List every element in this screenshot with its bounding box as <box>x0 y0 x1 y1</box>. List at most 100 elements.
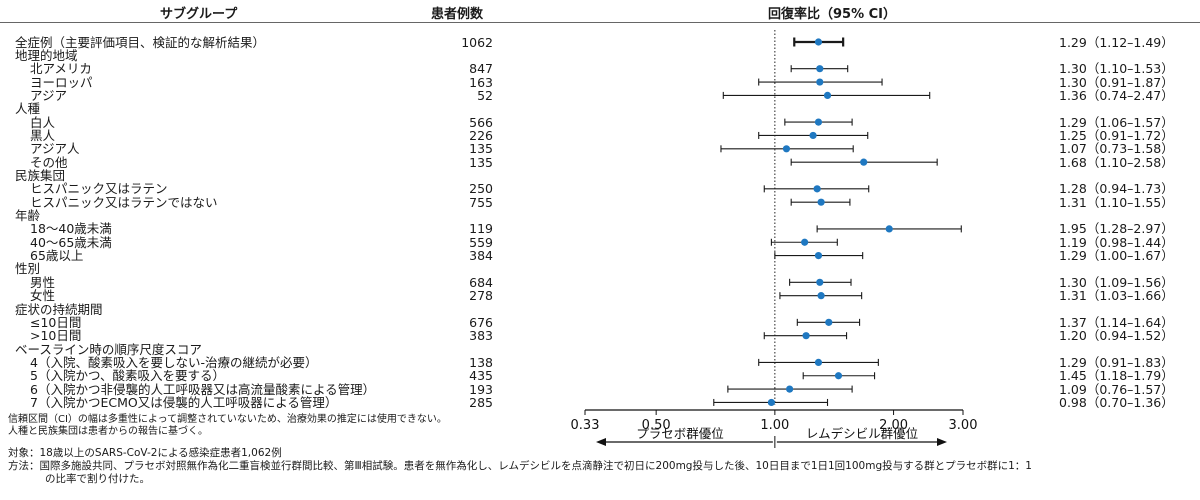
point-estimate <box>834 372 843 380</box>
subgroup-label: 北アメリカ <box>30 61 92 77</box>
point-estimate <box>809 131 817 140</box>
x-tick-label: 0.33 <box>571 418 600 433</box>
point-estimate <box>816 65 824 73</box>
subgroup-label: 40～65歳未満 <box>30 234 112 250</box>
subgroup-label: 7（入院かつECMO又は侵襲的人工呼吸器による管理） <box>30 394 338 410</box>
ratio-ci-text: 1.31（1.03–1.66） <box>1059 288 1174 304</box>
patient-count: 435 <box>469 368 493 384</box>
patient-count: 847 <box>469 61 493 77</box>
patient-count: 250 <box>469 181 493 197</box>
ratio-ci-text: 1.68（1.10–2.58） <box>1059 154 1174 170</box>
x-tick-label: 1.00 <box>760 418 789 433</box>
note-ci: 信頼区間（CI）の幅は多重性によって調整されていないため、治療効果の推定には使用… <box>8 414 447 425</box>
subgroup-label: 全症例（主要評価項目、検証的な解析結果） <box>15 34 266 50</box>
footer-method: 方法：国際多施設共同、プラセボ対照無作為化二重盲検並行群間比較、第Ⅲ相試験。患者… <box>8 460 1032 472</box>
subgroup-label: 5（入院かつ、酸素吸入を要する） <box>30 368 225 384</box>
patient-count: 566 <box>469 114 493 130</box>
subgroup-label: 65歳以上 <box>30 248 84 264</box>
point-estimate <box>814 358 823 366</box>
group-header-row: 性別 <box>0 262 1200 275</box>
point-estimate <box>801 238 809 246</box>
point-estimate <box>816 78 824 86</box>
point-estimate <box>814 252 823 260</box>
group-header-row: 症状の持続期間 <box>0 303 1200 316</box>
header-ratio: 回復率比（95% CI） <box>768 7 897 22</box>
patient-count: 193 <box>469 381 493 397</box>
point-estimate <box>817 292 825 300</box>
subgroup-label: アジア <box>30 87 68 103</box>
patient-count: 1062 <box>461 34 493 50</box>
point-estimate <box>817 198 825 206</box>
subgroup-row: ヒスパニック又はラテン 250 1.28（0.94–1.73） <box>0 182 1200 195</box>
ratio-ci-text: 1.09（0.76–1.57） <box>1059 381 1174 397</box>
patient-count: 163 <box>469 74 493 90</box>
patient-count: 135 <box>469 141 493 157</box>
point-estimate <box>825 318 833 326</box>
patient-count: 135 <box>469 154 493 170</box>
group-header-row: 地理的地域 <box>0 49 1200 62</box>
subgroup-row: 4（入院、酸素吸入を要しない-治療の継続が必要） 138 1.29（0.91–1.8… <box>0 356 1200 369</box>
group-label: 人種 <box>15 101 41 117</box>
ratio-ci-text: 1.31（1.10–1.55） <box>1059 194 1174 210</box>
header-subgroup: サブグループ <box>160 7 238 22</box>
patient-count: 138 <box>469 354 493 370</box>
point-estimate <box>860 158 868 166</box>
subgroup-label: ヨーロッパ <box>30 74 93 90</box>
group-header-row: 人種 <box>0 102 1200 115</box>
x-tick-label: 2.00 <box>879 418 908 433</box>
header-patients: 患者例数 <box>431 7 484 22</box>
subgroup-label: 18～40歳未満 <box>30 221 112 237</box>
point-estimate <box>813 185 821 193</box>
patient-count: 285 <box>469 394 493 410</box>
patient-count: 559 <box>469 234 493 250</box>
patient-count: 383 <box>469 328 493 344</box>
ratio-ci-text: 1.30（1.10–1.53） <box>1059 61 1174 77</box>
x-tick-label: 3.00 <box>949 418 978 433</box>
subgroup-label: 男性 <box>30 274 56 290</box>
ratio-ci-text: 1.29（0.91–1.83） <box>1059 354 1174 370</box>
subgroup-label: 4（入院、酸素吸入を要しない-治療の継続が必要） <box>30 354 318 370</box>
patient-count: 278 <box>469 288 493 304</box>
group-label: 地理的地域 <box>15 47 78 63</box>
x-tick-label: 0.50 <box>642 418 671 433</box>
favors-right-label: レムデシビル群優位 <box>806 426 918 441</box>
group-label: 民族集団 <box>15 168 66 183</box>
ratio-ci-text: 1.20（0.94–1.52） <box>1059 328 1174 344</box>
point-estimate <box>786 385 794 393</box>
favors-left-arrow-head <box>596 438 606 446</box>
subgroup-row: ≤10日間 676 1.37（1.14–1.64） <box>0 316 1200 329</box>
ratio-ci-text: 1.07（0.73–1.58） <box>1059 141 1174 157</box>
ratio-ci-text: 0.98（0.70–1.36） <box>1059 394 1174 410</box>
ratio-ci-text: 1.95（1.28–2.97） <box>1059 221 1174 237</box>
ratio-ci-text: 1.29（1.00–1.67） <box>1059 248 1174 264</box>
point-estimate <box>816 278 824 286</box>
point-estimate <box>782 145 791 153</box>
ratio-ci-text: 1.25（0.91–1.72） <box>1059 127 1174 143</box>
ratio-ci-text: 1.37（1.14–1.64） <box>1059 314 1174 330</box>
subgroup-label: ヒスパニック又はラテン <box>30 181 168 197</box>
subgroup-label: ヒスパニック又はラテンではない <box>30 194 218 210</box>
ratio-ci-text: 1.36（0.74–2.47） <box>1059 87 1174 103</box>
group-label: 症状の持続期間 <box>15 301 103 317</box>
ratio-ci-text: 1.28（0.94–1.73） <box>1059 181 1174 197</box>
group-label: ベースライン時の順序尺度スコア <box>15 341 202 357</box>
subgroup-label: その他 <box>30 154 68 170</box>
group-header-row: ベースライン時の順序尺度スコア <box>0 343 1200 356</box>
ratio-ci-text: 1.30（0.91–1.87） <box>1059 74 1174 90</box>
point-estimate <box>885 225 893 233</box>
patient-count: 676 <box>469 314 493 330</box>
footer-target: 対象：18歳以上のSARS-CoV-2による感染症患者1,062例 <box>8 447 282 459</box>
subgroup-label: 黒人 <box>30 127 56 143</box>
subgroup-label: ≤10日間 <box>30 314 82 330</box>
point-estimate <box>823 91 832 99</box>
patient-count: 52 <box>477 87 493 103</box>
group-label: 性別 <box>15 261 41 277</box>
ratio-ci-text: 1.29（1.12–1.49） <box>1059 34 1174 50</box>
subgroup-row: アジア 52 1.36（0.74–2.47） <box>0 89 1200 102</box>
